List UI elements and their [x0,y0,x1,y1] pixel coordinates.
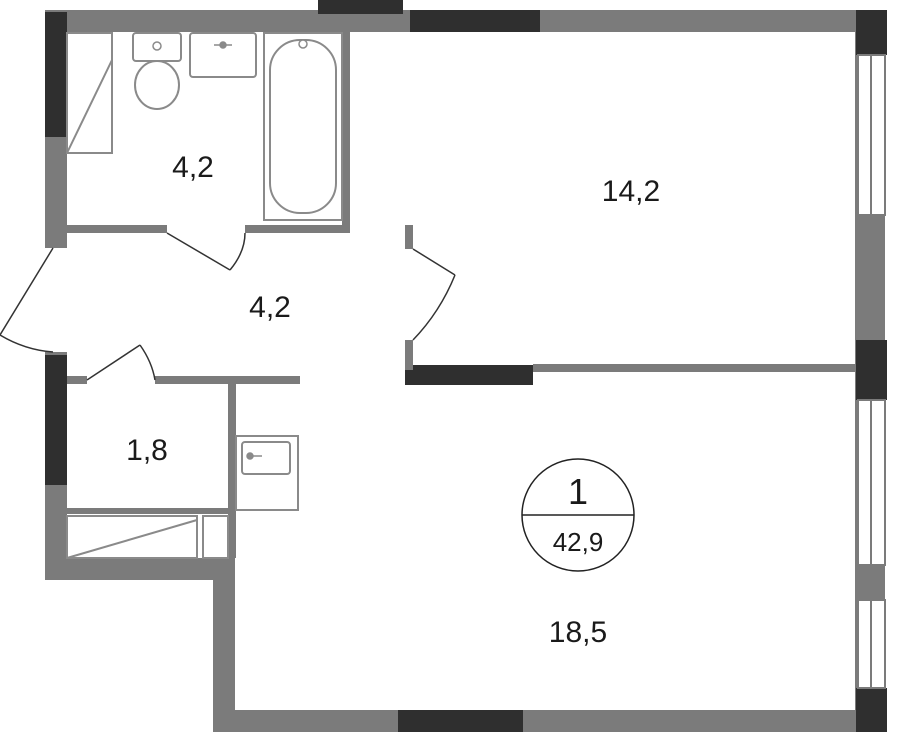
partitions [67,32,855,558]
badge-total-area: 42,9 [553,527,604,557]
room-area-hallway: 4,2 [249,291,291,324]
room-area-living-kitchen: 18,5 [549,616,607,649]
bathroom-sink [189,32,257,78]
room-area-storage: 1,8 [126,434,168,467]
doors [0,232,456,381]
room-labels: 4,2 14,2 4,2 1,8 18,5 [126,151,660,649]
fixture-details [152,39,308,460]
apartment-badge: 1 42,9 [521,458,635,572]
fixtures [66,32,343,559]
room-area-bathroom: 4,2 [172,151,214,184]
badge-rooms-count: 1 [568,471,588,512]
dark-wall-segments [45,0,887,732]
room-area-bedroom: 14,2 [602,175,660,208]
toilet-bowl [134,60,180,110]
cabinet-upper [66,32,113,154]
